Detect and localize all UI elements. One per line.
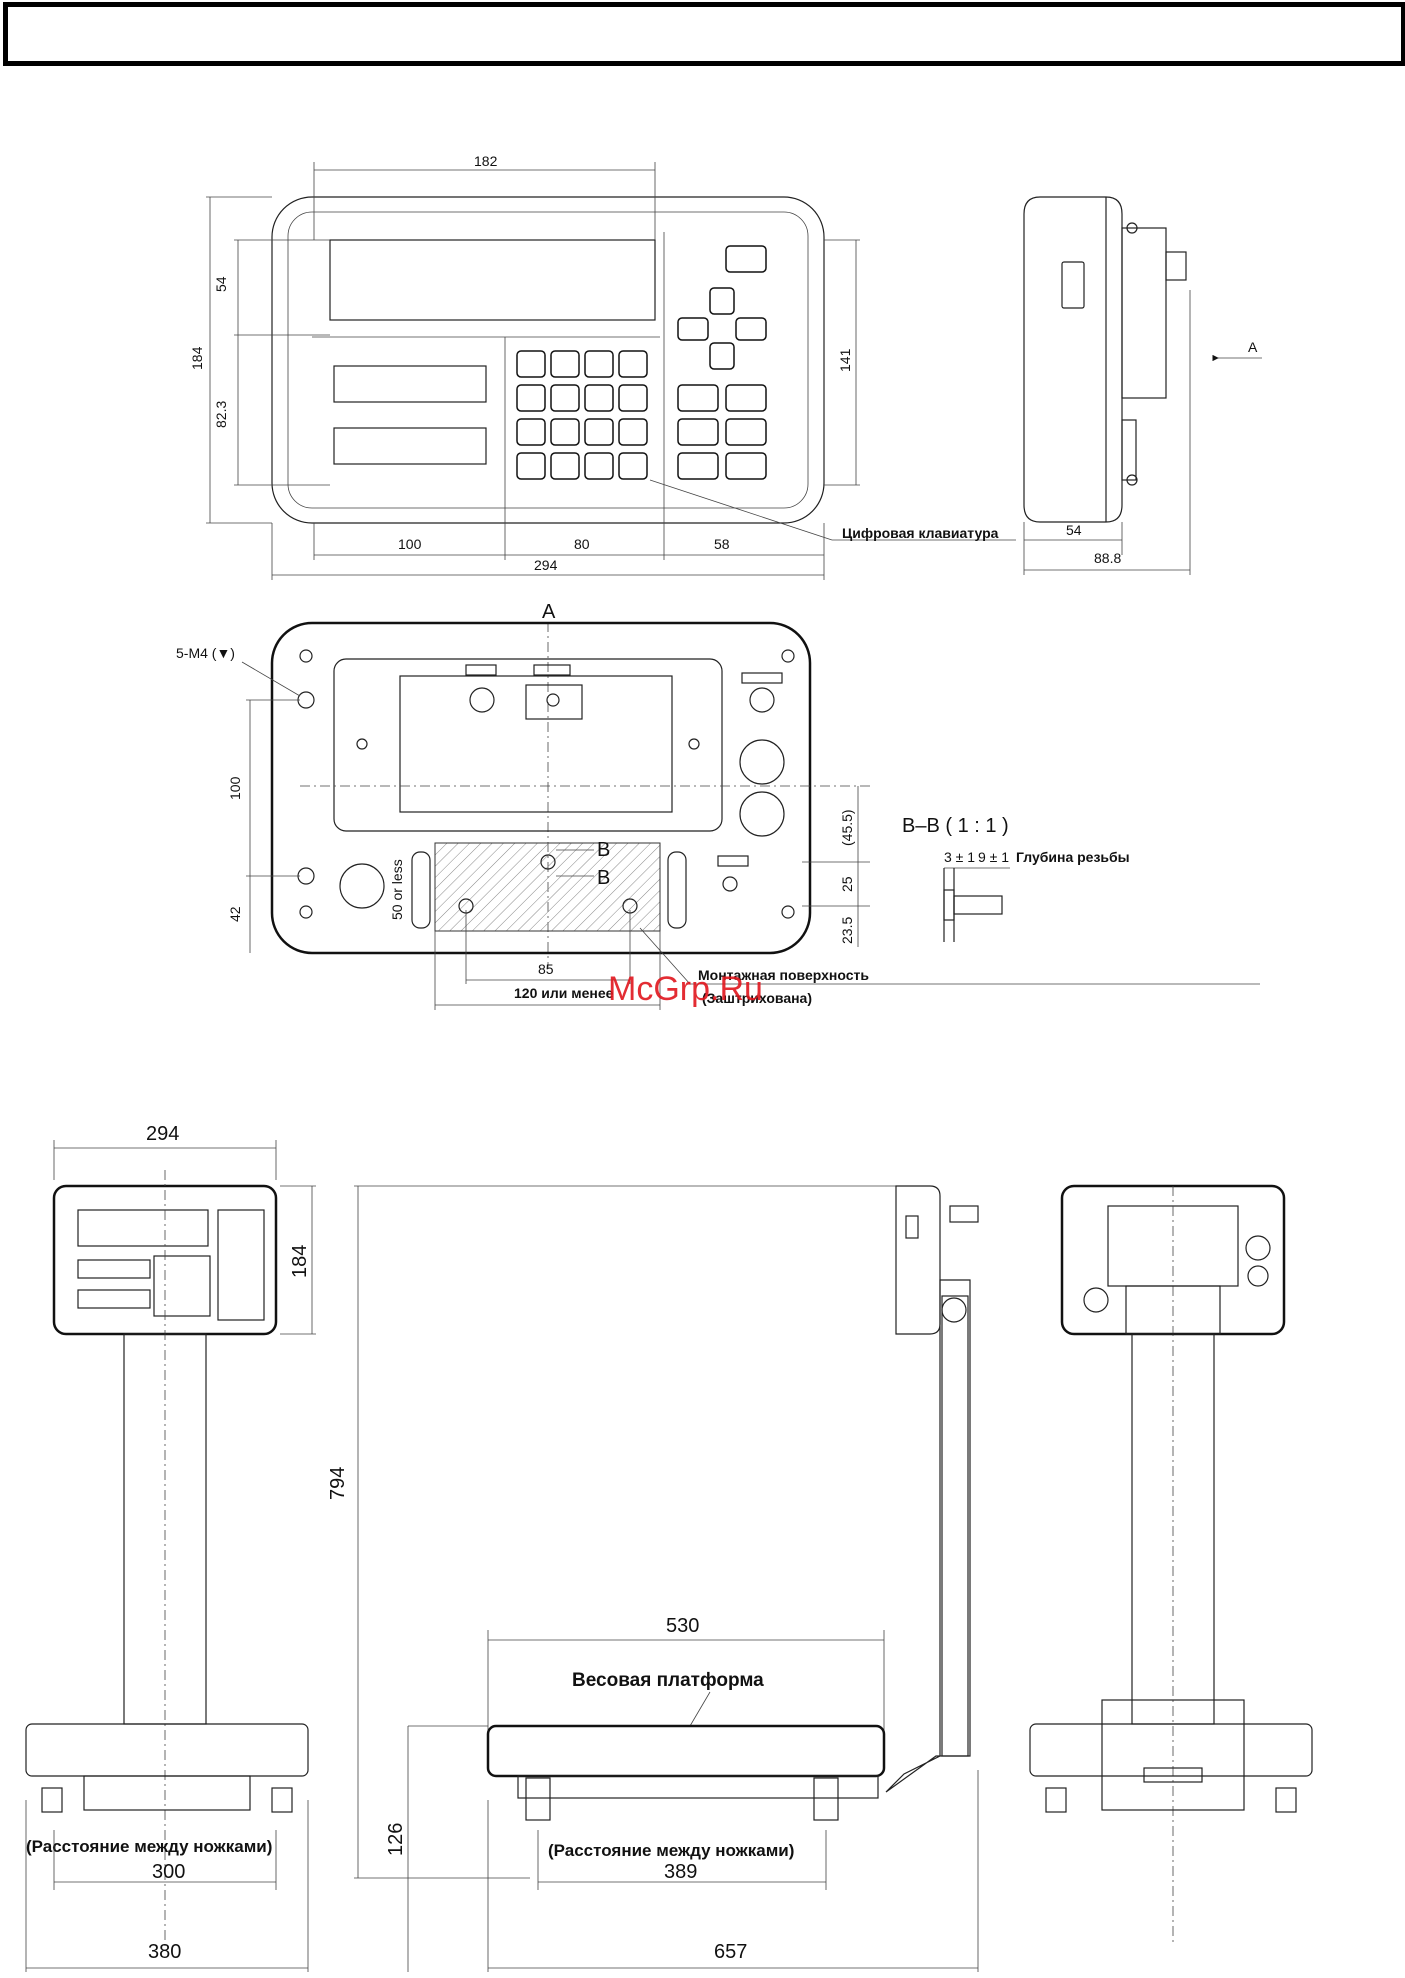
scale-dim-300: 300 [152, 1861, 185, 1883]
sub-display-1 [333, 365, 487, 403]
side-view: A 54 88.8 [1023, 196, 1262, 575]
front-view: 182 54 82.3 184 141 100 80 58 [189, 153, 1016, 580]
scale-dim-294: 294 [146, 1123, 179, 1145]
platform-label: Весовая платформа [572, 1670, 764, 1691]
dim-rear-85: 85 [538, 961, 554, 977]
indicator-body [271, 196, 825, 524]
dim-side-54: 54 [1066, 522, 1082, 538]
dim-rear-235: 23.5 [839, 917, 855, 944]
dim-80: 80 [574, 536, 590, 552]
section-bb-dim-b: 9 ± 1 [978, 849, 1009, 865]
thread-depth-label: Глубина резьбы [1016, 849, 1130, 865]
dim-58: 58 [714, 536, 730, 552]
sub-display-2 [333, 427, 487, 465]
dim-54: 54 [213, 276, 229, 292]
section-bb-dim-a: 3 ± 1 [944, 849, 975, 865]
b-marker-2: B [597, 867, 610, 889]
scale-dim-657: 657 [714, 1941, 747, 1963]
screw-label: 5-M4 (▼) [176, 645, 235, 661]
b-marker-1: B [597, 839, 610, 861]
header-bar [3, 2, 1405, 66]
dim-rear-50: 50 or less [389, 859, 405, 920]
scale-dim-794: 794 [327, 1467, 349, 1500]
scale-side-leg-label: (Расстояние между ножками) [548, 1841, 794, 1860]
dim-184: 184 [189, 346, 205, 370]
dim-rear-25: 25 [839, 876, 855, 892]
mounting-label-1: Монтажная поверхность [698, 967, 869, 983]
dim-141: 141 [837, 348, 853, 372]
indicator-inner [287, 211, 809, 509]
scale-side-view: 794 126 530 Весовая платформа (Расстояни… [327, 1185, 979, 1972]
scale-dim-530: 530 [666, 1615, 699, 1637]
dim-823: 82.3 [213, 401, 229, 428]
rear-section-a: A [542, 601, 556, 623]
watermark: McGrp.Ru [608, 970, 763, 1008]
scale-front-leg-label: (Расстояние между ножками) [26, 1837, 272, 1856]
main-display [329, 239, 656, 321]
section-bb: B–B ( 1 : 1 ) 3 ± 1 9 ± 1 Глубина резьбы [902, 815, 1130, 942]
dim-rear-42: 42 [227, 906, 243, 922]
dim-182: 182 [474, 153, 498, 169]
scale-dim-126: 126 [385, 1823, 407, 1856]
dim-side-888: 88.8 [1094, 550, 1121, 566]
dim-rear-100: 100 [227, 776, 243, 800]
dim-rear-120: 120 или менее [514, 985, 614, 1001]
keypad-label: Цифровая клавиатура [842, 525, 999, 541]
dim-rear-455: (45.5) [839, 809, 855, 846]
dim-100: 100 [398, 536, 422, 552]
scale-front-view: 294 184 (Расстояние между ножками) 300 [25, 1123, 316, 1972]
mounting-label-2: (Заштрихована) [702, 990, 812, 1006]
section-bb-title: B–B ( 1 : 1 ) [902, 815, 1009, 837]
dim-294: 294 [534, 557, 558, 573]
function-keys [677, 245, 767, 480]
scale-rear-view [1029, 1184, 1313, 1946]
rear-view: A [176, 601, 1260, 1010]
scale-dim-380: 380 [148, 1941, 181, 1963]
side-arrow-a: A [1248, 339, 1258, 355]
scale-dim-389: 389 [664, 1861, 697, 1883]
scale-dim-184: 184 [289, 1245, 311, 1278]
numeric-keypad [516, 350, 648, 480]
